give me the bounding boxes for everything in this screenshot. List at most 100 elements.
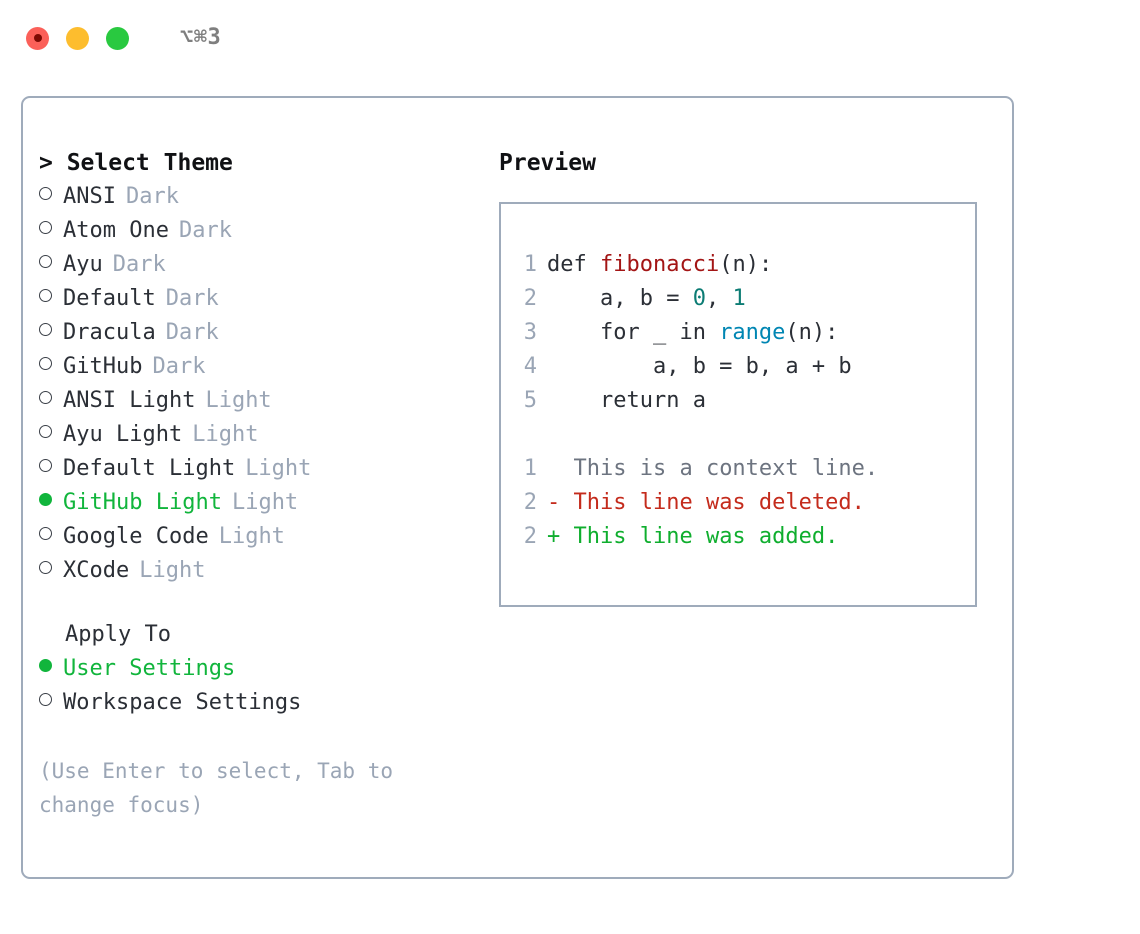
select-theme-header: > Select Theme <box>39 150 233 176</box>
code-line: 2 a, b = 0, 1 <box>501 282 975 316</box>
theme-option-label: Default <box>63 286 156 311</box>
radio-unselected-icon[interactable] <box>39 561 52 574</box>
theme-option-variant-tag: Light <box>218 524 285 549</box>
theme-option-variant-tag: Light <box>231 490 299 515</box>
theme-option-ansi[interactable]: ANSI Dark <box>39 180 489 214</box>
diff-line: 2 - This line was deleted. <box>501 486 975 520</box>
radio-unselected-icon[interactable] <box>39 391 52 404</box>
radio-unselected-icon[interactable] <box>39 459 52 472</box>
diff-line-number: 2 <box>523 524 537 549</box>
apply-to-option-user-settings[interactable]: User Settings <box>39 652 489 686</box>
code-token-call: range <box>719 320 786 345</box>
diff-text: This line was added. <box>560 524 839 549</box>
diff-line: 2 + This line was added. <box>501 520 975 554</box>
theme-option-variant-tag: Dark <box>178 218 232 243</box>
code-line: 3 for _ in range(n): <box>501 316 975 350</box>
theme-option-variant-tag: Dark <box>165 286 219 311</box>
keyboard-shortcut-label: ⌥⌘3 <box>180 25 222 50</box>
theme-option-default-light[interactable]: Default Light Light <box>39 452 489 486</box>
code-line-text: def fibonacci(n): <box>547 248 772 282</box>
radio-unselected-icon[interactable] <box>39 255 52 268</box>
apply-to-option-label: User Settings <box>63 656 236 681</box>
code-token-fn: fibonacci <box>599 252 720 277</box>
radio-unselected-icon[interactable] <box>39 425 52 438</box>
zoom-button[interactable] <box>106 26 129 50</box>
code-line-number: 1 <box>523 252 537 277</box>
diff-marker: + <box>547 524 561 549</box>
diff-marker <box>547 456 560 481</box>
diff-line: 1 This is a context line. <box>501 452 975 486</box>
theme-option-label: ANSI <box>63 184 116 209</box>
theme-option-variant-tag: Light <box>205 388 272 413</box>
keyboard-hint-text: (Use Enter to select, Tab to change focu… <box>39 759 394 817</box>
title-bar: ⌥⌘3 <box>0 0 1140 76</box>
theme-option-variant-tag: Dark <box>112 252 166 277</box>
code-token-plain: return a <box>547 388 706 413</box>
code-token-plain: , <box>705 286 733 311</box>
diff-text: This line was deleted. <box>560 490 865 515</box>
code-token-plain: def <box>547 252 600 277</box>
close-button[interactable] <box>26 26 49 50</box>
apply-to-option-workspace-settings[interactable]: Workspace Settings <box>39 686 489 720</box>
radio-unselected-icon[interactable] <box>39 323 52 336</box>
theme-option-variant-tag: Light <box>245 456 312 481</box>
minimize-button[interactable] <box>66 26 89 50</box>
theme-option-google-code[interactable]: Google Code Light <box>39 520 489 554</box>
radio-unselected-icon[interactable] <box>39 693 52 706</box>
radio-unselected-icon[interactable] <box>39 221 52 234</box>
code-line-number: 2 <box>523 286 537 311</box>
code-token-plain: a, b = b, a + b <box>547 354 852 379</box>
theme-option-ayu[interactable]: Ayu Dark <box>39 248 489 282</box>
code-token-plain: for _ in <box>547 320 720 345</box>
code-token-plain: (n): <box>719 252 773 277</box>
theme-option-label: Ayu Light <box>63 422 183 447</box>
diff-text: This is a context line. <box>560 456 879 481</box>
preview-title: Preview <box>499 150 596 176</box>
apply-to-option-label: Workspace Settings <box>63 690 302 715</box>
diff-line-text: - This line was deleted. <box>547 486 865 520</box>
radio-unselected-icon[interactable] <box>39 289 52 302</box>
theme-option-label: ANSI Light <box>63 388 196 413</box>
theme-option-label: GitHub Light <box>63 490 222 515</box>
code-line-number: 4 <box>523 354 537 379</box>
theme-option-label: Google Code <box>63 524 209 549</box>
radio-unselected-icon[interactable] <box>39 527 52 540</box>
radio-unselected-icon[interactable] <box>39 357 52 370</box>
code-token-plain: a, b = <box>547 286 693 311</box>
theme-option-variant-tag: Dark <box>125 184 179 209</box>
theme-option-label: Ayu <box>63 252 103 277</box>
theme-option-ansi-light[interactable]: ANSI Light Light <box>39 384 489 418</box>
code-token-num: 0 <box>692 286 706 311</box>
radio-selected-icon[interactable] <box>39 493 52 506</box>
window-controls <box>26 26 129 50</box>
theme-option-label: Default Light <box>63 456 236 481</box>
diff-line-number: 2 <box>523 490 537 515</box>
theme-option-label: GitHub <box>63 354 143 379</box>
diff-line-text: + This line was added. <box>547 520 838 554</box>
theme-option-label: Dracula <box>63 320 156 345</box>
code-line-number: 5 <box>523 388 537 413</box>
code-token-plain: (n): <box>785 320 839 345</box>
radio-unselected-icon[interactable] <box>39 187 52 200</box>
diff-line-text: This is a context line. <box>547 452 878 486</box>
radio-selected-icon[interactable] <box>39 659 52 672</box>
code-line: 4 a, b = b, a + b <box>501 350 975 384</box>
apply-to-title: Apply To <box>65 622 171 647</box>
theme-option-github-light[interactable]: GitHub Light Light <box>39 486 489 520</box>
code-line: 1 def fibonacci(n): <box>501 248 975 282</box>
code-token-num: 1 <box>732 286 746 311</box>
code-line: 5 return a <box>501 384 975 418</box>
theme-option-default[interactable]: Default Dark <box>39 282 489 316</box>
